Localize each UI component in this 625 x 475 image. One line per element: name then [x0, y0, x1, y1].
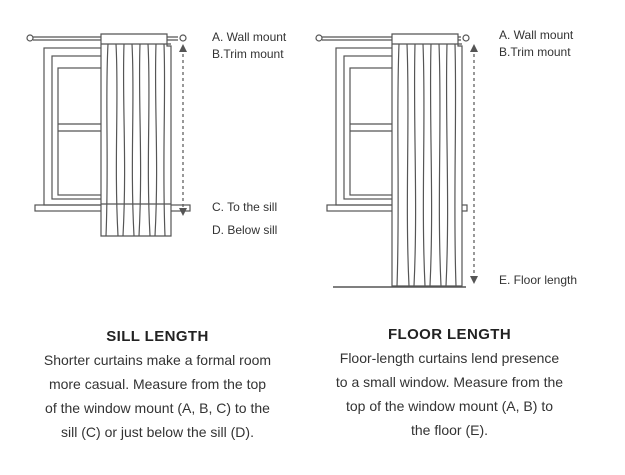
- curtain-panel: [391, 33, 463, 287]
- sill-length-illustration: [26, 33, 191, 237]
- sill-length-description: Shorter curtains make a formal room more…: [10, 348, 305, 444]
- description-line: Floor-length curtains lend presence: [339, 350, 560, 366]
- label-floor-length: E. Floor length: [499, 273, 577, 287]
- measurement-arrow: [470, 44, 478, 284]
- floor-length-description: Floor-length curtains lend presence to a…: [302, 346, 597, 442]
- description-line: of the window mount (A, B, C) to the: [45, 400, 270, 416]
- label-trim-mount: B.Trim mount: [499, 45, 571, 59]
- label-wall-mount: A. Wall mount: [499, 28, 574, 42]
- description-line: more casual. Measure from the top: [48, 376, 267, 392]
- label-below-sill: D. Below sill: [212, 223, 277, 237]
- description-line: top of the window mount (A, B) to: [346, 398, 553, 414]
- description-line: sill (C) or just below the sill (D).: [61, 424, 254, 440]
- floor-length-illustration: [315, 33, 478, 288]
- curtain-length-diagram: A. Wall mount B.Trim mount C. To the sil…: [26, 28, 577, 288]
- label-wall-mount: A. Wall mount: [212, 30, 287, 44]
- measurement-arrow: [179, 44, 187, 216]
- label-to-sill: C. To the sill: [212, 200, 277, 214]
- description-line: to a small window. Measure from the: [335, 374, 564, 390]
- description-line: the floor (E).: [410, 422, 489, 438]
- curtain-panel: [100, 33, 172, 237]
- floor-length-title: FLOOR LENGTH: [387, 326, 512, 343]
- label-trim-mount: B.Trim mount: [212, 47, 284, 61]
- sill-length-title: SILL LENGTH: [106, 328, 209, 345]
- description-line: Shorter curtains make a formal room: [43, 352, 272, 368]
